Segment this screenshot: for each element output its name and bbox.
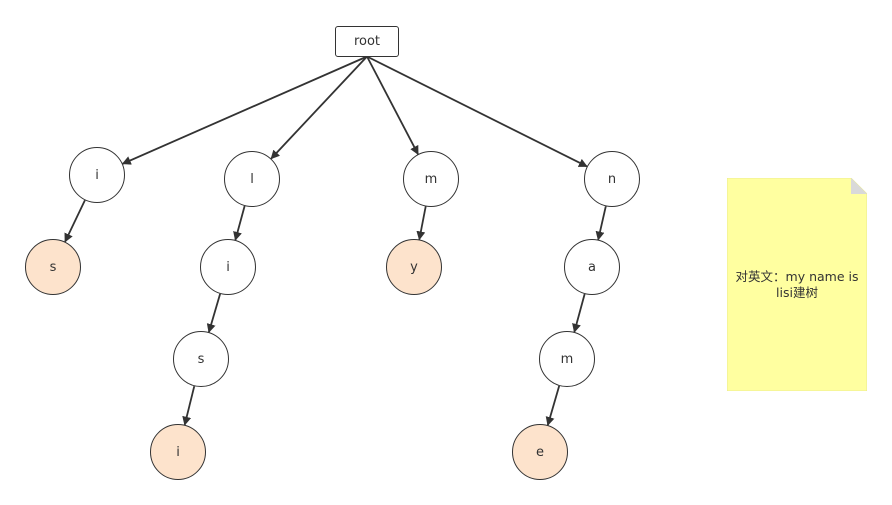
tree-node-n1: n (584, 151, 640, 207)
tree-node-m2: m (539, 331, 595, 387)
edge-root-n1 (366, 55, 588, 168)
tree-node-m1: m (403, 151, 459, 207)
edge-root-l1 (270, 55, 368, 160)
tree-node-s2: s (173, 331, 229, 387)
edge-l1-i2 (233, 205, 246, 241)
edge-n1-a1 (595, 206, 607, 241)
edge-a1-m2 (572, 293, 586, 333)
sticky-note-shape (727, 178, 867, 391)
tree-node-i2: i (200, 239, 256, 295)
edge-i1-s1 (64, 199, 86, 243)
tree-edges (64, 55, 607, 426)
root-node: root (335, 25, 399, 57)
sticky-note-text: 对英文：my name is lisi建树 (735, 268, 859, 300)
sticky-note: 对英文：my name is lisi建树 (727, 178, 867, 391)
tree-node-i1: i (69, 147, 125, 203)
edge-m2-e1 (545, 385, 561, 426)
leaf-node-i3: i (150, 424, 206, 480)
edge-m1-y1 (416, 206, 427, 241)
edge-s2-i3 (182, 385, 196, 426)
leaf-node-y1: y (386, 239, 442, 295)
leaf-node-s1: s (25, 239, 81, 295)
edge-root-m1 (366, 56, 419, 155)
tree-node-a1: a (564, 239, 620, 295)
leaf-node-e1: e (512, 424, 568, 480)
edge-i2-s2 (206, 293, 221, 333)
edge-root-i1 (121, 55, 368, 165)
tree-node-l1: l (224, 151, 280, 207)
